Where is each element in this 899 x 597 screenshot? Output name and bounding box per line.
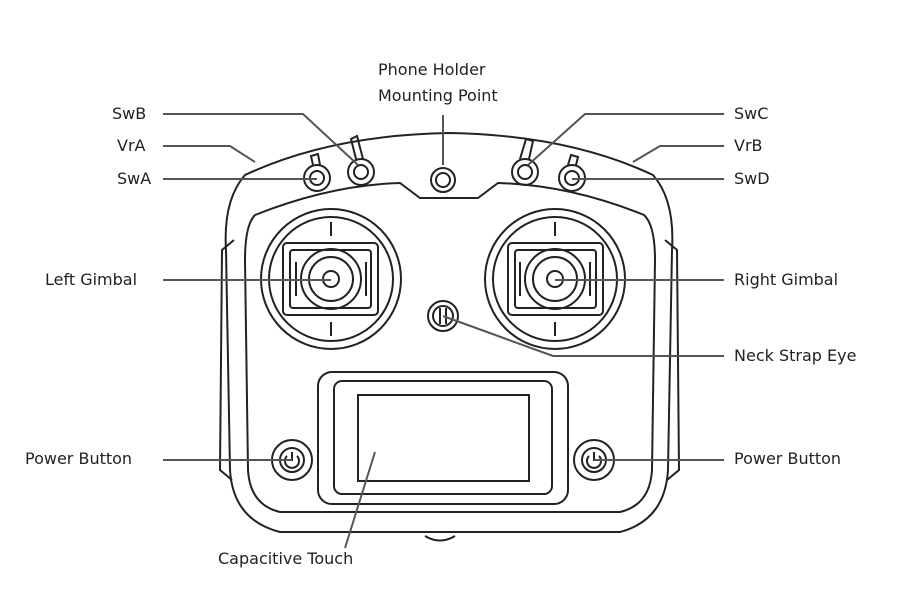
touch-screen bbox=[317, 371, 569, 505]
bottom-nub bbox=[424, 535, 456, 542]
switch-swa bbox=[303, 152, 331, 192]
leader-swb bbox=[163, 113, 359, 166]
left-side-grip bbox=[218, 239, 235, 481]
label-phone-holder-line2: Mounting Point bbox=[378, 86, 498, 105]
label-vra: VrA bbox=[117, 136, 146, 155]
leader-swc bbox=[527, 113, 724, 166]
leader-vra bbox=[163, 145, 256, 163]
label-neck-strap-eye: Neck Strap Eye bbox=[734, 346, 857, 365]
label-power-button-left: Power Button bbox=[25, 449, 133, 468]
label-swb: SwB bbox=[112, 104, 147, 123]
switch-swd bbox=[558, 153, 586, 192]
neck-strap-eye bbox=[427, 300, 459, 332]
label-swd: SwD bbox=[734, 169, 770, 188]
label-left-gimbal: Left Gimbal bbox=[45, 270, 138, 289]
label-capacitive-touch: Capacitive Touch bbox=[218, 549, 354, 568]
label-swa: SwA bbox=[117, 169, 152, 188]
leader-vrb bbox=[632, 145, 724, 163]
label-power-button-right: Power Button bbox=[734, 449, 842, 468]
label-swc: SwC bbox=[734, 104, 769, 123]
label-phone-holder-line1: Phone Holder bbox=[378, 60, 486, 79]
phone-holder-mount-inner bbox=[435, 172, 451, 188]
transmitter-body bbox=[224, 131, 674, 533]
label-vrb: VrB bbox=[734, 136, 763, 155]
right-side-grip bbox=[664, 239, 681, 481]
leader-neck-strap bbox=[442, 315, 724, 357]
label-right-gimbal: Right Gimbal bbox=[734, 270, 839, 289]
phone-holder-mount bbox=[430, 167, 456, 193]
switch-swb bbox=[347, 134, 375, 186]
faceplate bbox=[243, 181, 657, 513]
switch-swc bbox=[511, 137, 539, 186]
leader-capacitive-touch bbox=[344, 451, 376, 549]
